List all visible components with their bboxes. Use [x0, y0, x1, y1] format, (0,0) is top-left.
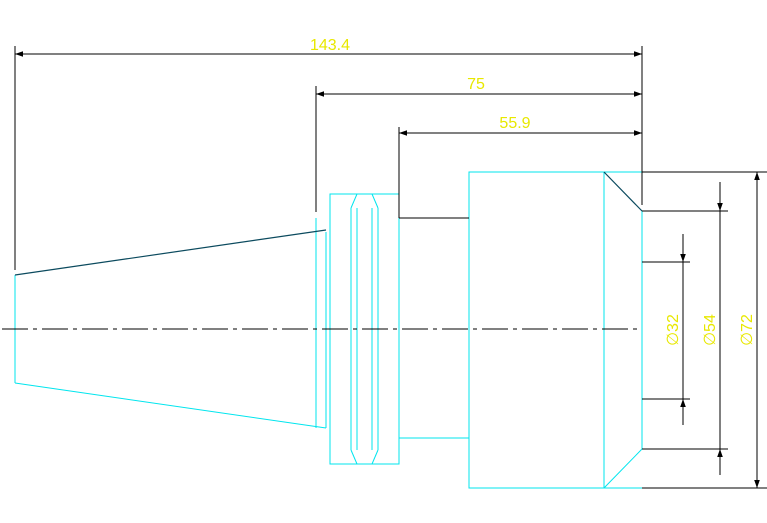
dim-shoulder-to-end-label: 55.9 [499, 115, 530, 132]
flange-chamfer-tl [350, 193, 358, 209]
body-outline [468, 171, 605, 489]
dark-edges [14, 171, 643, 276]
dim-bore-diameter-label: ∅32 [665, 314, 682, 346]
flange-chamfer-bl [350, 449, 358, 465]
flange-chamfer-br [371, 449, 379, 465]
dim-flange-to-end-label: 75 [467, 76, 485, 93]
dim-inner-diameter-label: ∅54 [702, 314, 719, 346]
part-outline [14, 171, 643, 489]
flange-chamfer-tr [371, 193, 379, 209]
dim-outer-diameter-label: ∅72 [739, 314, 756, 346]
taper-top-edge [14, 229, 327, 276]
nose-chamfer-bottom [603, 448, 643, 489]
dimension-labels: 143.4 75 55.9 ∅32 ∅54 ∅72 [310, 37, 756, 346]
nose-chamfer-top [603, 171, 643, 212]
taper-bottom-edge [14, 382, 327, 429]
dimension-lines [14, 46, 767, 489]
dim-total-length-label: 143.4 [310, 37, 350, 54]
